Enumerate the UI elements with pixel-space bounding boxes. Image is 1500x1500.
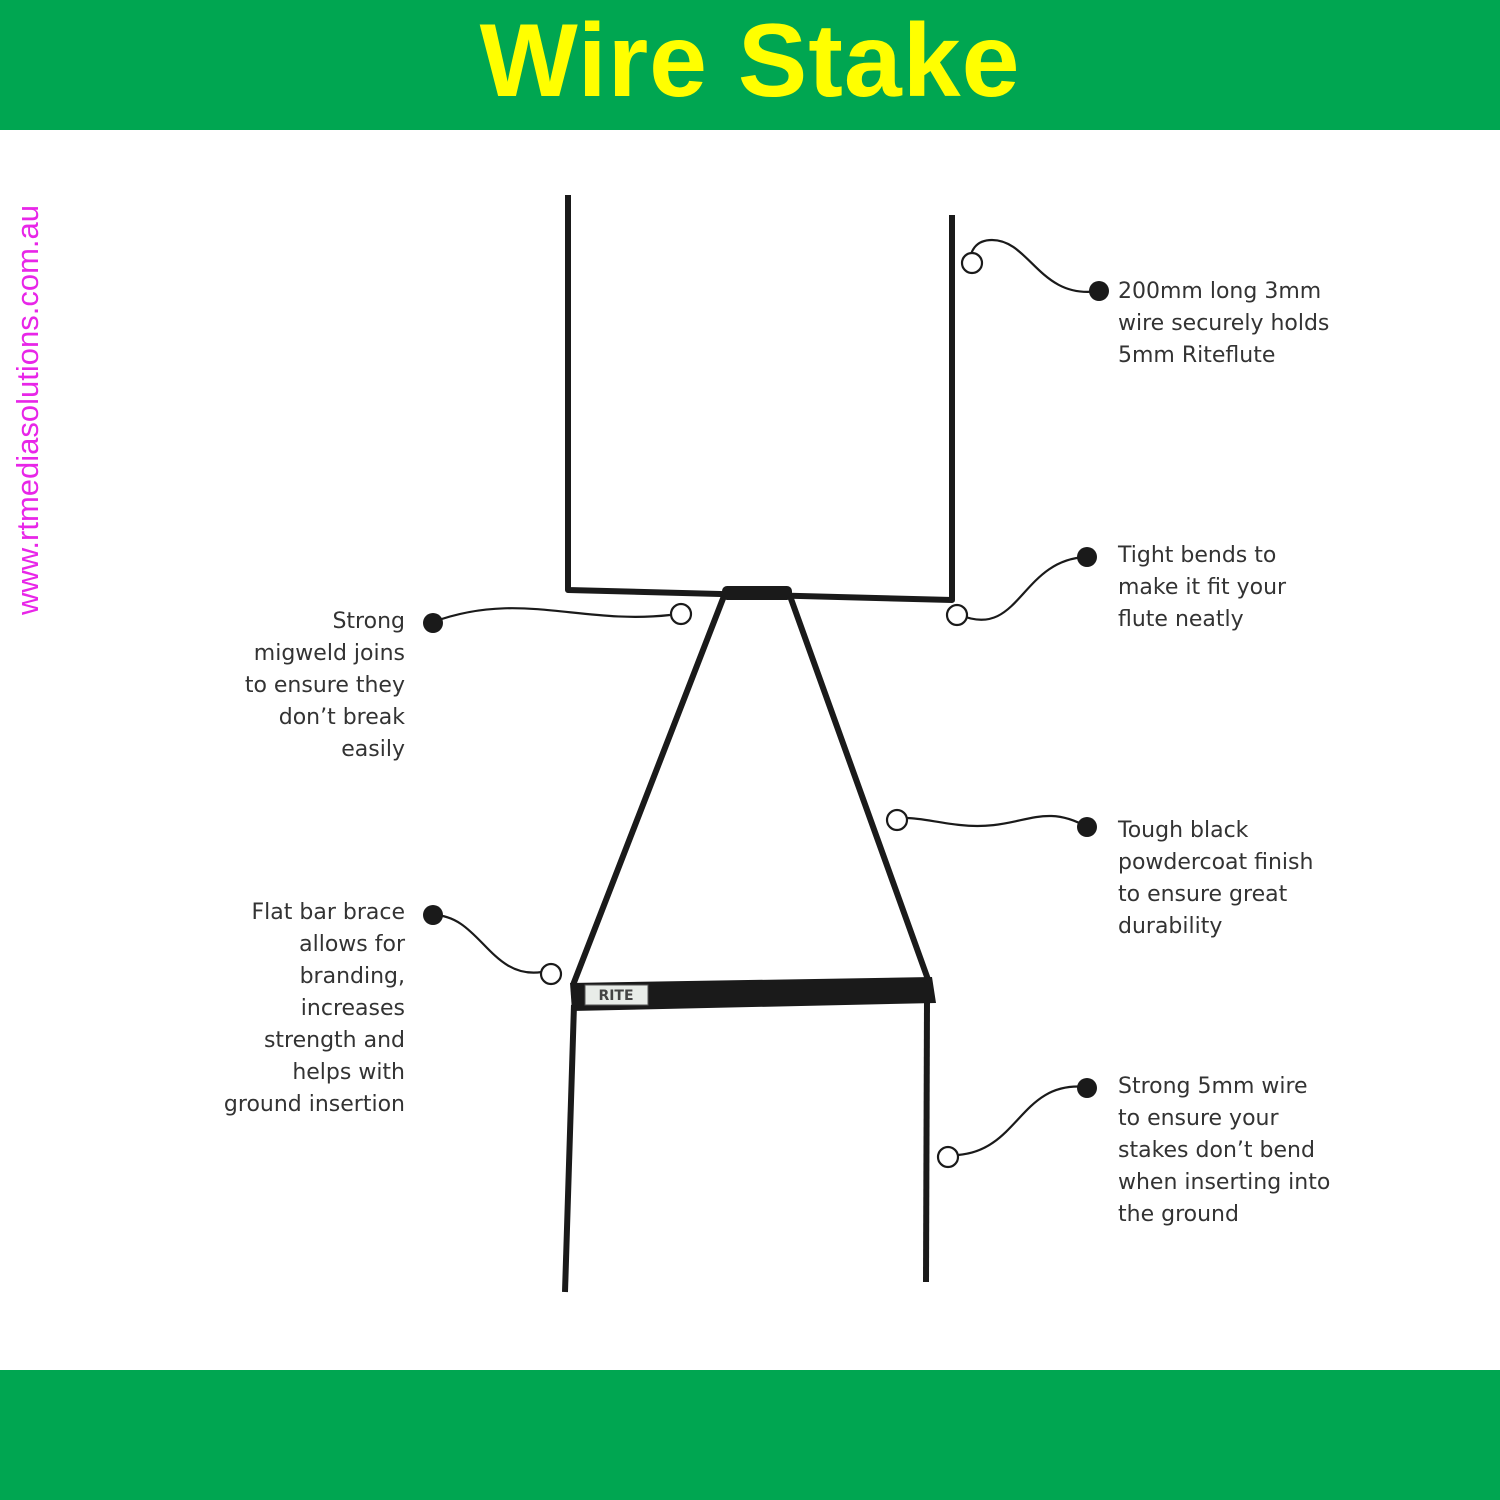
callout-dot-powdercoat	[1077, 817, 1097, 837]
target-circle-wire-length	[960, 251, 984, 275]
callout-powdercoat: Tough black powdercoat finish to ensure …	[1118, 818, 1314, 939]
target-circle-flat-bar	[539, 962, 563, 986]
right-ground-leg	[923, 999, 930, 1283]
header-banner: Wire Stake	[0, 0, 1500, 130]
footer-banner	[0, 1370, 1500, 1500]
callout-dot-strong-wire	[1077, 1078, 1097, 1098]
callout-dot-flat-bar	[423, 905, 443, 925]
target-circle-powdercoat	[885, 808, 909, 832]
flat-bar-brace	[570, 977, 936, 1011]
leader-line-wire-length	[968, 238, 1100, 294]
page-title: Wire Stake	[479, 3, 1021, 119]
callout-dot-wire-length	[1089, 281, 1109, 301]
target-circle-tight-bends	[945, 603, 969, 627]
right-frame-wire	[787, 594, 933, 987]
leader-line-powdercoat	[906, 814, 1088, 828]
callout-migweld: Strong migweld joins to ensure they don’…	[244, 609, 405, 762]
brace-logo: RITE	[598, 988, 633, 1004]
left-frame-wire	[570, 594, 727, 987]
leader-line-strong-wire	[957, 1085, 1088, 1157]
callout-dot-tight-bends	[1077, 547, 1097, 567]
target-circle-migweld	[669, 602, 693, 626]
leader-line-tight-bends	[959, 555, 1087, 621]
callout-wire-length: 200mm long 3mm wire securely holds 5mm R…	[1118, 279, 1330, 368]
callout-tight-bends: Tight bends to make it fit your flute ne…	[1118, 543, 1287, 632]
callout-flat-bar: Flat bar brace allows for branding, incr…	[223, 900, 405, 1117]
weld-joint	[722, 586, 792, 600]
leader-line-flat-bar	[432, 913, 543, 974]
callout-strong-wire: Strong 5mm wire to ensure your stakes do…	[1118, 1074, 1331, 1227]
brace-logo-plate	[584, 984, 649, 1006]
top-holder-wire	[565, 195, 955, 603]
left-ground-leg	[562, 1004, 577, 1293]
callout-dot-migweld	[423, 613, 443, 633]
leader-line-migweld	[432, 607, 671, 624]
target-circle-strong-wire	[936, 1145, 960, 1169]
